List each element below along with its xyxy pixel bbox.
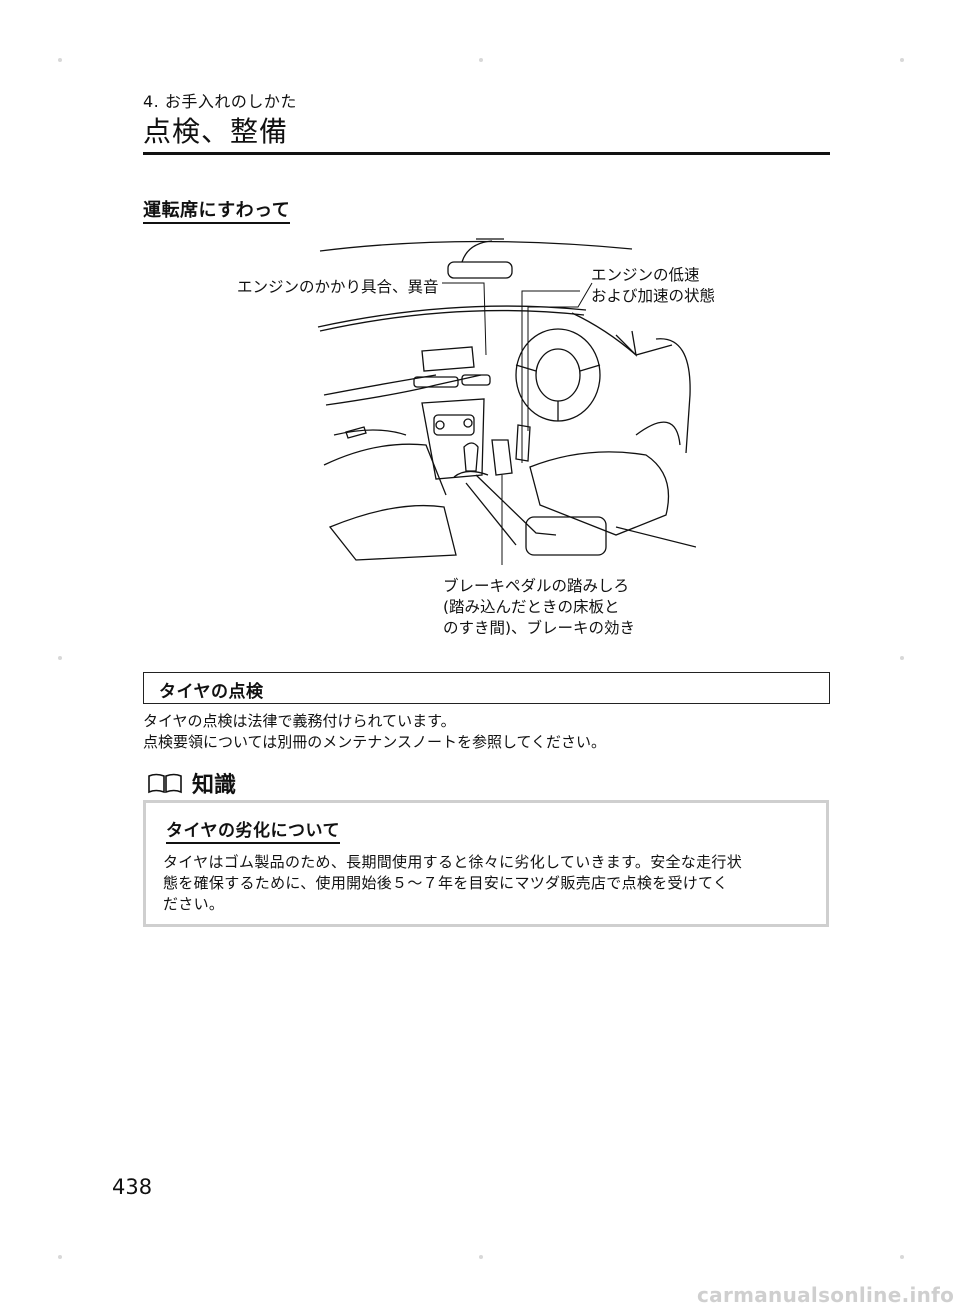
chapter-heading: 4. お手入れのしかた [143,92,297,111]
crop-mark [58,58,62,62]
crop-mark [58,656,62,660]
callout-line: (踏み込んだときの床板と [443,598,620,616]
note-line: タイヤはゴム製品のため、長期間使用すると徐々に劣化していきます。安全な走行状 [163,853,743,871]
crop-mark [900,656,904,660]
body-line: タイヤの点検は法律で義務付けられています。 [143,712,456,730]
note-line: 態を確保するために、使用開始後５～７年を目安にマツダ販売店で点検を受けてく [163,874,729,892]
callout-line: ブレーキペダルの踏みしろ [443,577,630,595]
crop-mark [58,1255,62,1259]
callout-line: エンジンの低速 [591,266,700,284]
note-body: タイヤはゴム製品のため、長期間使用すると徐々に劣化していきます。安全な走行状 態… [163,852,823,915]
car-interior-illustration [317,238,696,565]
callout-line: のすき間)、ブレーキの効き [443,619,636,637]
note-title: タイヤの劣化について [166,820,340,844]
crop-mark [479,1255,483,1259]
crop-mark [900,58,904,62]
crop-mark [900,1255,904,1259]
knowledge-note-box: タイヤの劣化について タイヤはゴム製品のため、長期間使用すると徐々に劣化していき… [143,800,829,927]
knowledge-label: 知識 [192,773,237,798]
note-line: ださい。 [163,895,225,913]
callout-engine-start: エンジンのかかり具合、異音 [237,278,439,296]
tire-check-heading: タイヤの点検 [159,682,264,702]
callout-brake: ブレーキペダルの踏みしろ (踏み込んだときの床板と のすき間)、ブレーキの効き [443,576,635,639]
body-line: 点検要領については別冊のメンテナンスノートを参照してください。 [143,733,607,751]
watermark: carmanualsonline.info [697,1283,955,1307]
book-icon [148,773,182,794]
page-number: 438 [112,1175,153,1199]
title-rule [143,152,830,155]
callout-line: および加速の状態 [591,287,716,305]
section-title: 点検、整備 [143,115,289,148]
tire-check-heading-box: タイヤの点検 [143,672,830,704]
callout-engine-low-speed: エンジンの低速 および加速の状態 [591,265,715,307]
tire-check-body: タイヤの点検は法律で義務付けられています。 点検要領については別冊のメンテナンス… [143,711,606,753]
subheading: 運転席にすわって [143,200,291,224]
crop-mark [479,58,483,62]
